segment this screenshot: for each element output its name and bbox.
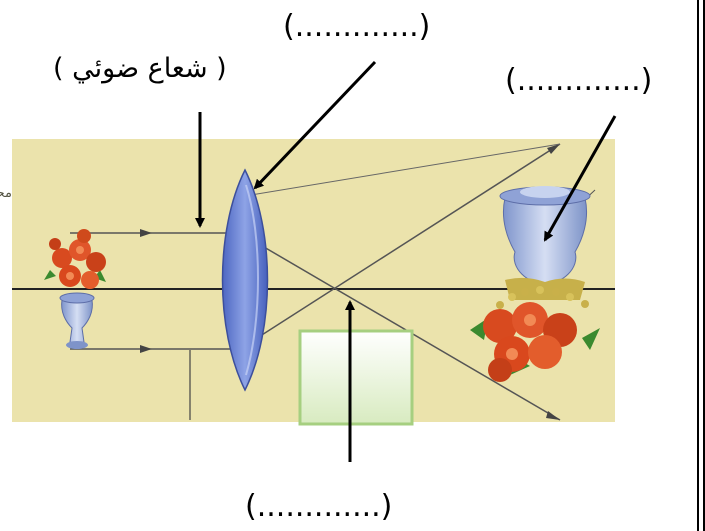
incoming-ray-upper-arrow [140,229,152,237]
label-light-ray: ( شعاع ضوئي ) [53,53,227,84]
label-focus-blank: (.............) [245,489,393,524]
incoming-ray-lower-arrow [140,345,152,353]
top-ray [244,143,561,197]
label-image-blank: (.............) [505,63,653,98]
refracted-ray-lower-arrow [547,144,560,154]
page-border-right-line [703,0,705,531]
arrow-to-image [543,115,617,242]
convex-lens [221,168,269,392]
refracted-ray-upper-arrow [546,411,560,420]
refracted-ray-upper [239,232,561,421]
faded-side-text: محو [0,186,12,201]
label-lens-blank: (.............) [283,9,431,44]
object-vase-left [44,229,106,349]
refracted-ray-lower [239,143,561,350]
covered-label-box [298,329,414,426]
page-border-left-line [697,0,699,531]
arrow-to-lens [253,60,377,190]
